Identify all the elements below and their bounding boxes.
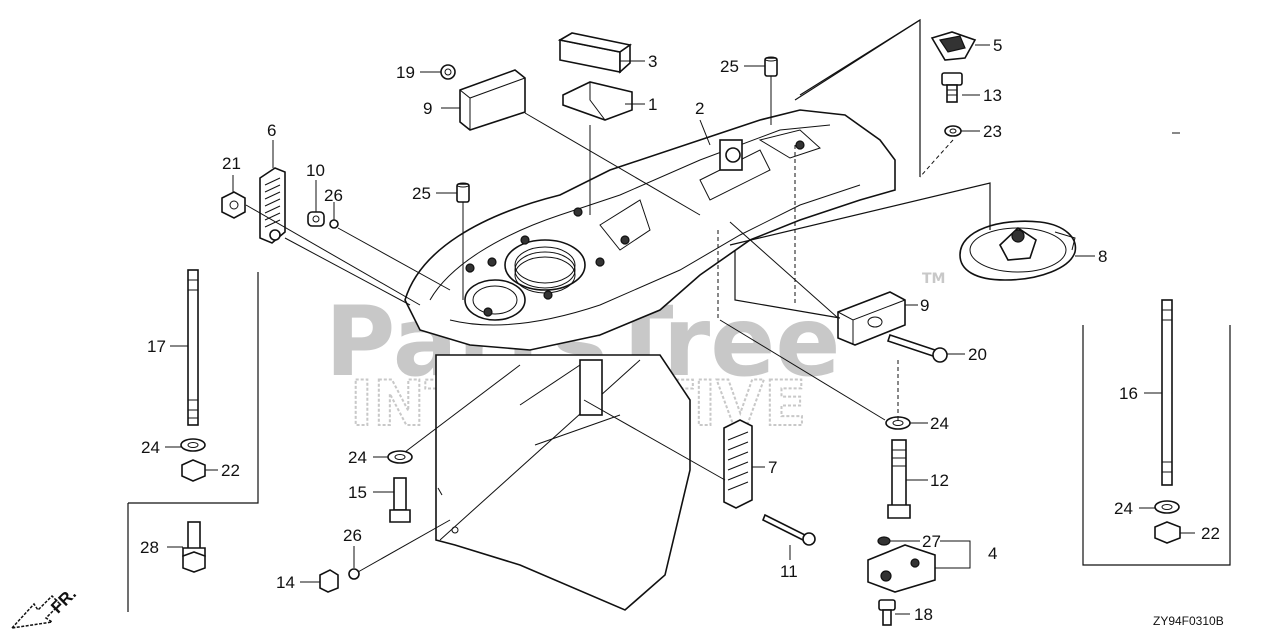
part-24-washer-far-right[interactable] (1154, 500, 1180, 514)
callout-22-left: 22 (221, 461, 240, 480)
callout-14: 14 (276, 573, 295, 592)
callout-6: 6 (267, 121, 276, 140)
part-15-bolt[interactable] (389, 477, 411, 523)
callout-8: 8 (1098, 247, 1107, 266)
part-20-bolt[interactable] (886, 333, 948, 363)
part-25-pin-lower[interactable] (456, 182, 470, 203)
callout-17: 17 (147, 337, 166, 356)
callout-24-center: 24 (348, 448, 367, 467)
part-24-washer-center[interactable] (387, 450, 413, 464)
callout-12: 12 (930, 471, 949, 490)
callout-4: 4 (988, 544, 997, 563)
callout-24-right: 24 (930, 414, 949, 433)
part-3-pad[interactable] (557, 32, 632, 74)
callout-11: 11 (780, 562, 798, 581)
part-7-anode[interactable] (723, 419, 753, 509)
callout-3: 3 (648, 52, 657, 71)
part-13-bolt[interactable] (941, 72, 963, 103)
part-16-stud[interactable] (1161, 299, 1173, 486)
callout-labels: 3 1 2 5 13 23 8 9 20 24 12 7 19 9 25 25 … (140, 36, 1220, 624)
part-9-block-right[interactable] (837, 291, 906, 346)
part-4-holder[interactable] (867, 544, 936, 593)
callout-25-upper: 25 (720, 57, 739, 76)
callout-9-left: 9 (423, 99, 432, 118)
callout-26-lower: 26 (343, 526, 362, 545)
callout-10: 10 (306, 161, 325, 180)
gear-case[interactable] (404, 109, 896, 611)
callout-16: 16 (1119, 384, 1138, 403)
callout-7: 7 (768, 458, 777, 477)
part-21-nut[interactable] (221, 191, 246, 219)
callout-9-right: 9 (920, 296, 929, 315)
part-23-washer[interactable] (944, 125, 962, 137)
callout-18: 18 (914, 605, 933, 624)
part-10-grommet[interactable] (307, 211, 325, 227)
diagram-code: ZY94F0310B (1153, 614, 1224, 628)
callout-26-upper: 26 (324, 186, 343, 205)
callout-13: 13 (983, 86, 1002, 105)
part-27-washer[interactable] (877, 536, 891, 546)
callout-24-left: 24 (141, 438, 160, 457)
front-arrow-icon (10, 594, 62, 630)
part-26-washer-upper[interactable] (329, 219, 339, 229)
callout-5: 5 (993, 36, 1002, 55)
part-25-pin-upper[interactable] (764, 56, 778, 77)
part-14-plug[interactable] (319, 569, 339, 593)
part-9-block-left[interactable] (459, 69, 526, 131)
part-28-stud-nut[interactable] (182, 521, 206, 573)
callout-28: 28 (140, 538, 159, 557)
callout-2: 2 (695, 99, 704, 118)
part-8-plate[interactable] (959, 220, 1077, 281)
part-6-anode[interactable] (259, 167, 286, 244)
callout-20: 20 (968, 345, 987, 364)
callout-22-right: 22 (1201, 524, 1220, 543)
part-12-bolt[interactable] (887, 439, 911, 519)
callout-15: 15 (348, 483, 367, 502)
front-direction-arrow: FR. (10, 584, 80, 630)
part-22-nut-right[interactable] (1154, 521, 1181, 544)
part-26-washer-lower[interactable] (348, 568, 360, 580)
callout-23: 23 (983, 122, 1002, 141)
part-22-nut-left[interactable] (181, 459, 206, 482)
part-1-bracket[interactable] (562, 81, 633, 121)
part-5-cap[interactable] (930, 31, 977, 61)
callout-25-lower: 25 (412, 184, 431, 203)
callout-21: 21 (222, 154, 241, 173)
callout-24-far-right: 24 (1114, 499, 1133, 518)
leader-lines (127, 18, 1231, 615)
callout-27: 27 (922, 532, 941, 551)
part-11-screw[interactable] (761, 513, 816, 546)
watermark-tm: TM (922, 271, 945, 287)
part-17-stud[interactable] (187, 269, 199, 426)
callout-1: 1 (648, 95, 657, 114)
part-18-bolt[interactable] (878, 599, 896, 626)
part-19-nut[interactable] (440, 64, 456, 80)
callout-19: 19 (396, 63, 415, 82)
part-24-washer-left[interactable] (180, 438, 206, 452)
